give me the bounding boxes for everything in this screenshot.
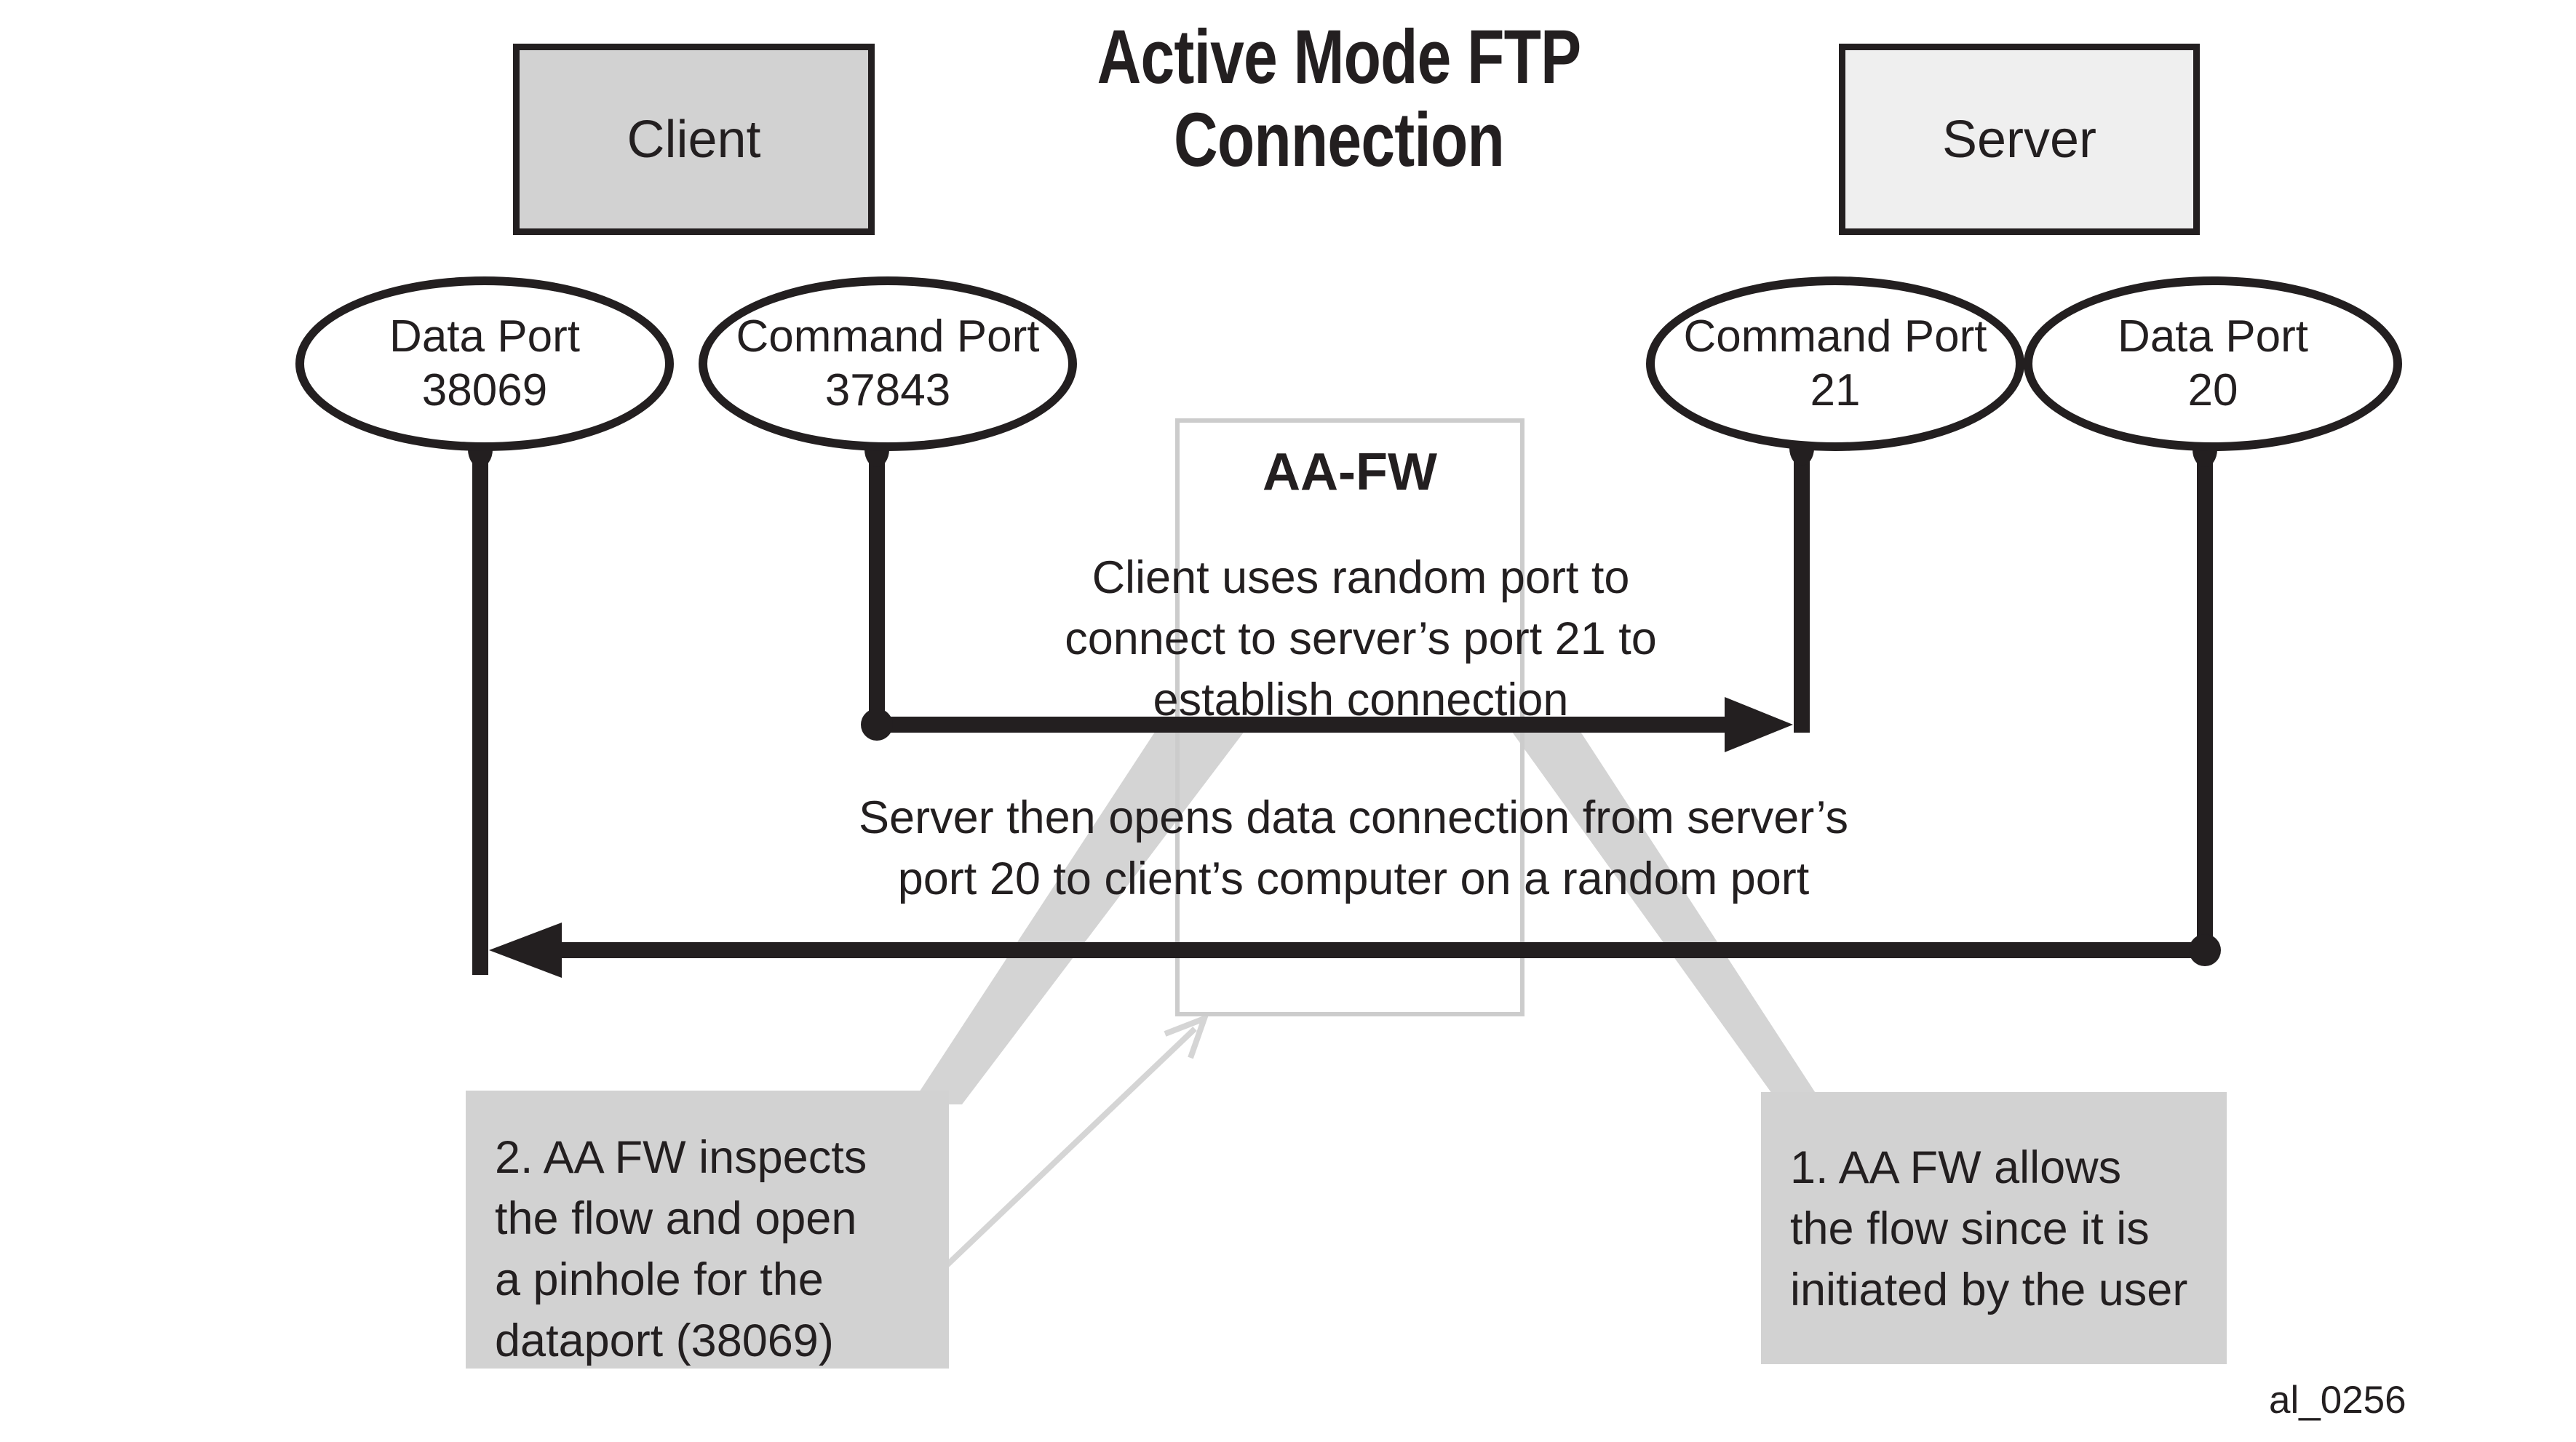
client-command-port-ellipse: Command Port 37843 — [699, 276, 1077, 451]
port-name: Command Port — [1683, 311, 1987, 362]
port-name: Data Port — [389, 311, 580, 362]
data-connection-arrowhead-icon — [489, 923, 562, 978]
server-data-port-ellipse: Data Port 20 — [2024, 276, 2402, 451]
command-connection-arrowhead-icon — [1725, 697, 1793, 752]
port-number: 20 — [2187, 365, 2238, 415]
port-number: 37843 — [824, 365, 951, 415]
note-allow: 1. AA FW allows the flow since it is ini… — [1761, 1092, 2227, 1364]
note-pointer-arrowhead-icon — [1164, 1013, 1209, 1059]
command-flow-text: Client uses random port to connect to se… — [1065, 552, 1657, 725]
page-title: Active Mode FTP Connection — [931, 16, 1746, 182]
server-command-port-ellipse: Command Port 21 — [1646, 276, 2024, 451]
note-pointer-line — [942, 1027, 1197, 1270]
server-box: Server — [1839, 44, 2200, 235]
server-box-label: Server — [1941, 110, 2097, 169]
connection-dot — [2189, 934, 2221, 966]
firewall-label: AA-FW — [1263, 443, 1437, 501]
connection-dot — [861, 709, 893, 741]
client-box: Client — [513, 44, 875, 235]
note-pinhole: 2. AA FW inspects the flow and open a pi… — [466, 1091, 949, 1369]
port-number: 38069 — [421, 365, 548, 415]
client-box-label: Client — [627, 110, 761, 169]
port-number: 21 — [1810, 365, 1861, 415]
title-line-1: Active Mode FTP — [1097, 15, 1582, 100]
figure-id: al_0256 — [2269, 1379, 2406, 1422]
port-name: Data Port — [2118, 311, 2308, 362]
data-flow-text: Server then opens data connection from s… — [859, 792, 1848, 904]
client-data-port-ellipse: Data Port 38069 — [295, 276, 674, 451]
callout-tail-right — [1506, 724, 1819, 1099]
callout-tail-left — [911, 728, 1247, 1104]
title-line-2: Connection — [1174, 97, 1505, 183]
port-name: Command Port — [736, 311, 1040, 362]
